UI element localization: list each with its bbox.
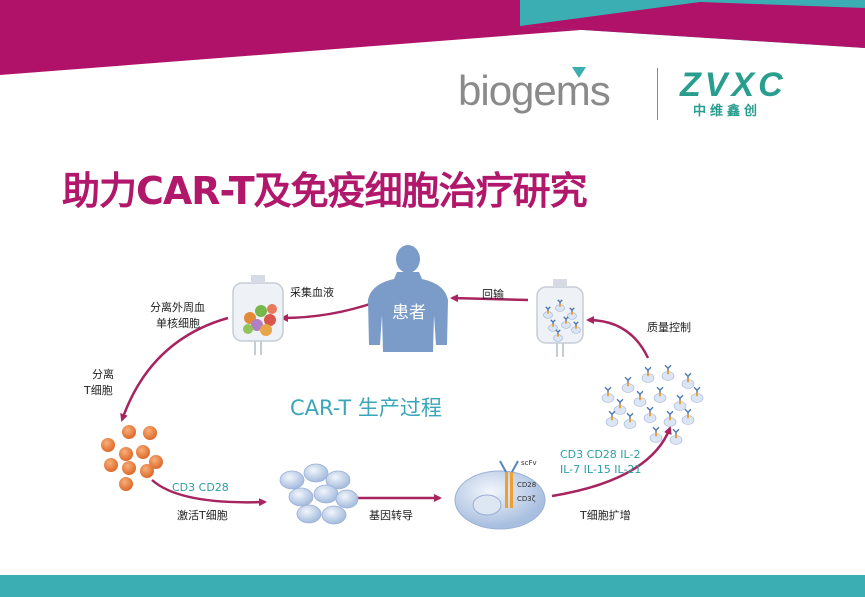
cd3z-label: CD3ζ	[517, 495, 536, 503]
page-title: 助力CAR-T及免疫细胞治疗研究	[62, 169, 588, 213]
car-t-cell-icon	[454, 460, 546, 530]
expansion-factors-line2: IL-7 IL-15 IL-21	[560, 463, 641, 476]
activate-label: 激活T细胞	[177, 508, 228, 522]
collect-blood-label: 采集血液	[290, 285, 334, 299]
pbmc-label-line1: 分离外周血	[150, 300, 205, 314]
diagram-center-title: CAR-T 生产过程	[290, 396, 442, 420]
separate-t-label-line1: 分离	[92, 367, 114, 381]
logo-dot-icon	[572, 67, 586, 78]
scfv-label: scFv	[521, 459, 537, 467]
arrow-quality-control	[586, 316, 650, 359]
expansion-factors-line1: CD3 CD28 IL-2	[560, 448, 640, 461]
zvxc-logo-subtitle: 中维鑫创	[693, 104, 762, 119]
arrow-collect-blood	[280, 300, 377, 322]
arrow-activate	[151, 479, 267, 507]
pbmc-label-line2: 单核细胞	[156, 316, 200, 330]
patient-label: 患者	[392, 303, 426, 323]
activated-t-cells-icon	[279, 463, 359, 525]
expanded-car-t-cells-icon	[601, 364, 704, 445]
zvxc-logo: ZVXC	[680, 66, 787, 104]
transduction-label: 基因转导	[369, 508, 413, 522]
blood-bag-pbmc-icon	[232, 275, 284, 355]
cd28-label: CD28	[517, 481, 536, 489]
arrow-separate-t	[120, 316, 229, 422]
arrow-reinfusion	[450, 294, 529, 303]
biogems-logo: biogems	[458, 67, 611, 114]
header-band	[0, 0, 865, 75]
separated-t-cells-icon	[101, 425, 163, 491]
patient-figure-icon	[368, 245, 448, 352]
reinfusion-label: 回输	[482, 287, 504, 301]
activate-markers-label: CD3 CD28	[172, 481, 229, 494]
quality-control-label: 质量控制	[647, 320, 691, 334]
expansion-label: T细胞扩增	[579, 508, 631, 522]
arrow-expansion	[551, 426, 672, 498]
footer-band	[0, 575, 865, 597]
logo-divider	[657, 68, 658, 120]
blood-bag-car-t-icon	[536, 279, 584, 357]
separate-t-label-line2: T细胞	[83, 384, 113, 397]
